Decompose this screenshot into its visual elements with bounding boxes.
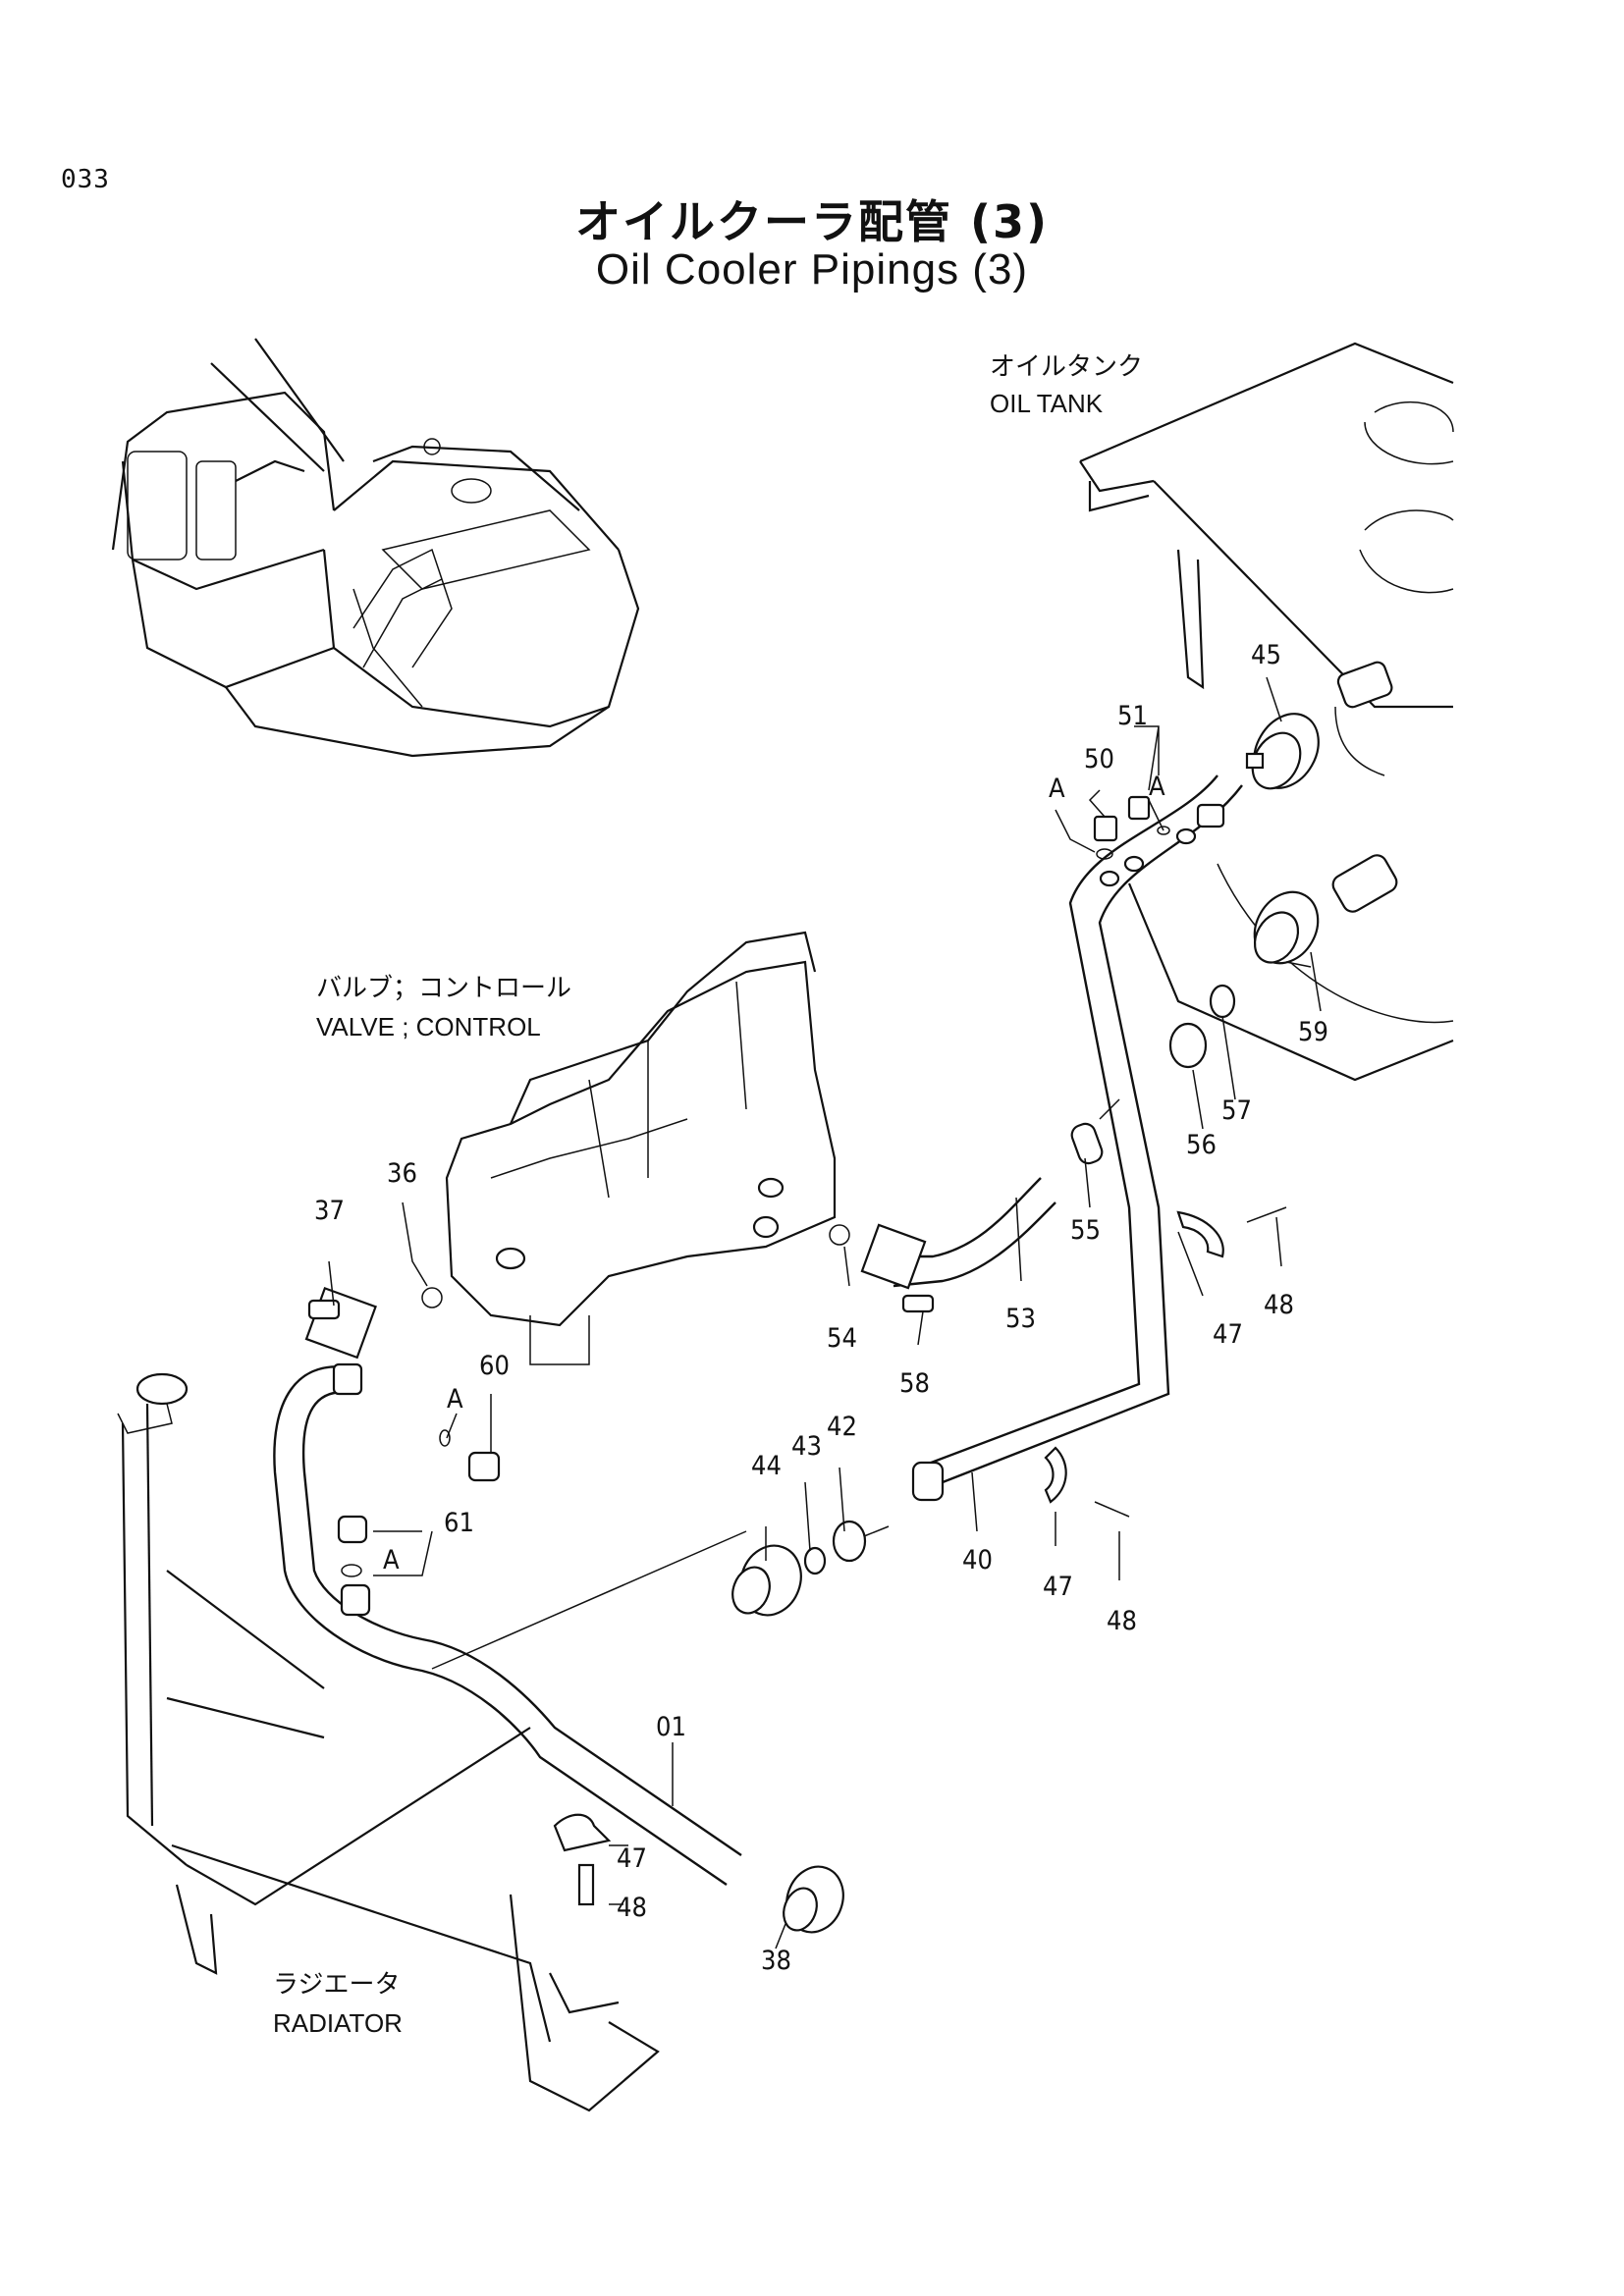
oil-tank-illustration bbox=[1079, 342, 1454, 1082]
callout-50: 50 bbox=[1084, 744, 1114, 774]
callout-45: 45 bbox=[1251, 640, 1281, 670]
callout-58: 58 bbox=[899, 1368, 930, 1399]
callout-47-upper: 47 bbox=[1213, 1319, 1243, 1350]
callout-40: 40 bbox=[962, 1545, 993, 1575]
control-valve-label-jp: バルブ；コントロール bbox=[316, 973, 571, 1002]
callout-47-middle: 47 bbox=[1043, 1572, 1073, 1602]
callout-a-3: A bbox=[447, 1384, 463, 1415]
page-title-english: Oil Cooler Pipings (3) bbox=[595, 245, 1029, 294]
callout-56: 56 bbox=[1186, 1130, 1217, 1160]
callout-38: 38 bbox=[761, 1946, 791, 1976]
callout-55: 55 bbox=[1070, 1215, 1101, 1246]
page-title-japanese: オイルクーラ配管 (3) bbox=[574, 195, 1050, 248]
radiator-label-en: RADIATOR bbox=[273, 2008, 403, 2038]
excavator-overview-illustration bbox=[111, 338, 640, 758]
hose-clamp-59 bbox=[1253, 890, 1320, 965]
oil-tank-label-jp: オイルタンク bbox=[990, 351, 1143, 381]
radiator-label-jp: ラジエータ bbox=[273, 1969, 400, 1999]
callout-48-middle: 48 bbox=[1107, 1606, 1137, 1636]
control-valve-illustration bbox=[445, 931, 837, 1365]
callout-a-2: A bbox=[1149, 772, 1165, 802]
callout-48-upper: 48 bbox=[1264, 1290, 1294, 1320]
callout-59: 59 bbox=[1298, 1017, 1328, 1047]
callout-36: 36 bbox=[387, 1158, 417, 1189]
component-labels: オイルタンク OIL TANK バルブ；コントロール VALVE ; CONTR… bbox=[273, 351, 1143, 2038]
fittings-and-plugs bbox=[304, 795, 1287, 1934]
control-valve-label-en: VALVE ; CONTROL bbox=[316, 1012, 541, 1041]
radiator-illustration bbox=[117, 1372, 660, 2112]
callout-54: 54 bbox=[827, 1323, 857, 1354]
page-number: 033 bbox=[61, 165, 110, 194]
leader-lines bbox=[328, 676, 1322, 1949]
callout-48-lower: 48 bbox=[617, 1893, 647, 1923]
callout-61: 61 bbox=[444, 1508, 474, 1538]
callout-51: 51 bbox=[1117, 701, 1148, 731]
hose-clamp-45 bbox=[1245, 713, 1320, 790]
callout-01: 01 bbox=[656, 1712, 686, 1742]
callout-43: 43 bbox=[791, 1431, 822, 1462]
callout-53: 53 bbox=[1005, 1304, 1036, 1334]
pipe-assembly bbox=[273, 774, 1243, 1886]
oil-tank-label-en: OIL TANK bbox=[990, 389, 1104, 418]
callout-37: 37 bbox=[314, 1196, 345, 1226]
callout-44: 44 bbox=[751, 1451, 782, 1481]
callout-42: 42 bbox=[827, 1412, 857, 1442]
callout-a-4: A bbox=[383, 1545, 400, 1575]
callout-47-lower: 47 bbox=[617, 1843, 647, 1874]
part-callouts: 45 51 50 A A 59 57 56 55 53 54 58 48 47 … bbox=[314, 640, 1328, 1976]
callout-60: 60 bbox=[479, 1351, 510, 1381]
callout-57: 57 bbox=[1221, 1095, 1252, 1126]
callout-a-1: A bbox=[1049, 774, 1065, 804]
